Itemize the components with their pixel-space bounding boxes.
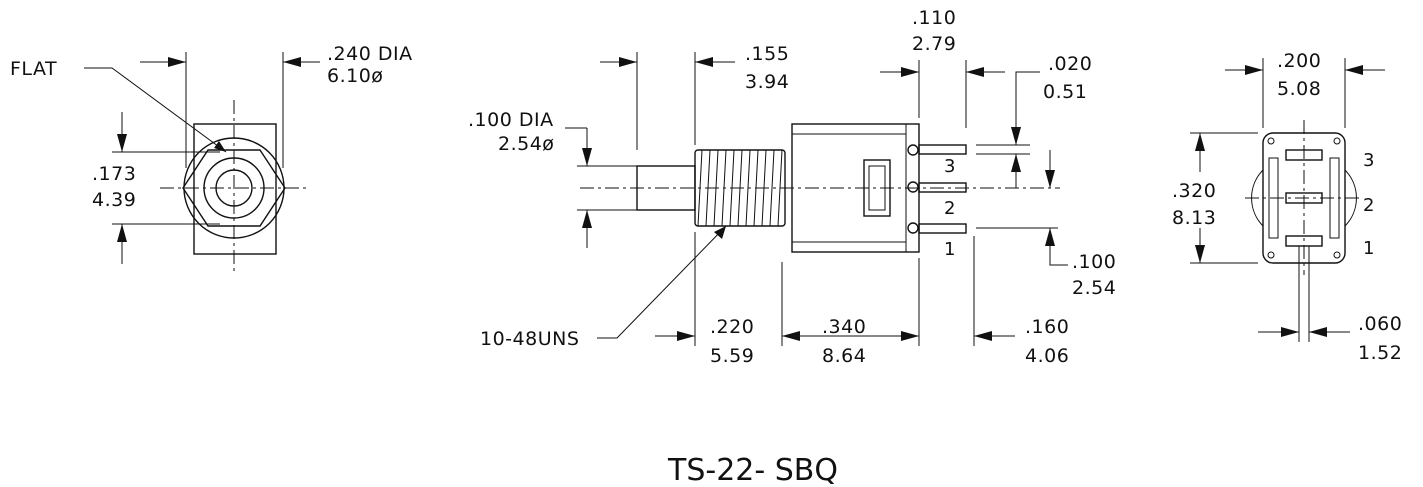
shaft-len-arrow-left — [619, 57, 637, 67]
front-dia-in: .240 DIA — [327, 43, 413, 65]
flat-leader — [84, 67, 227, 153]
bw-arrow-right — [1345, 65, 1363, 75]
pin-t-in: .020 — [1048, 53, 1092, 75]
bush-mm: 5.59 — [710, 345, 754, 367]
front-h-arrow-top — [117, 134, 127, 152]
thread-label: 10-48UNS — [480, 328, 579, 350]
front-view: FLAT .240 DIA 6.10ø .173 4.39 — [10, 43, 413, 272]
bottom-corner-hole-tl — [1267, 137, 1275, 145]
pin-t-arrow-bottom — [1011, 154, 1021, 172]
shaft-dia-mm: 2.54ø — [498, 133, 554, 155]
bottom-pin-2: 2 — [1363, 195, 1374, 216]
pin-t-arrow-top — [1011, 127, 1021, 145]
front-dia-mm: 6.10ø — [327, 65, 383, 87]
front-h-arrow-bottom — [117, 224, 127, 242]
pin-t-dim-top — [1015, 71, 1040, 145]
bottom-corner-hole-tr — [1333, 137, 1341, 145]
pinlen-mm: 4.06 — [1025, 345, 1069, 367]
bottom-pin-3: 3 — [1363, 150, 1374, 171]
side-pins — [907, 144, 967, 234]
front-h-mm: 4.39 — [92, 189, 136, 211]
bh-in: .320 — [1172, 180, 1216, 202]
shaft-len-arrow-right — [695, 57, 713, 67]
body-arrow-right — [901, 331, 919, 341]
side-pin-3: 3 — [944, 156, 955, 177]
front-dia-arrow-right — [283, 57, 301, 67]
shaft-len-in: .155 — [745, 43, 789, 65]
thread-leader — [597, 225, 727, 339]
bw-in: .200 — [1277, 50, 1321, 72]
bottom-corner-hole-br — [1333, 251, 1341, 259]
pin-t-mm: 0.51 — [1043, 81, 1087, 103]
bottom-view: 3 2 1 .200 5.08 .320 8.13 .060 1.52 — [1172, 50, 1402, 364]
pg-in: .060 — [1358, 313, 1402, 335]
shaft-len-mm: 3.94 — [745, 71, 789, 93]
side-view: 3 2 1 .100 DIA 2.54ø .155 3.94 .110 2.79 — [468, 7, 1116, 367]
bh-mm: 8.13 — [1172, 207, 1216, 229]
pin-w-in: .110 — [912, 7, 956, 29]
bw-arrow-left — [1245, 65, 1263, 75]
pitch-in: .100 — [1072, 251, 1116, 273]
body-in: .340 — [822, 316, 866, 338]
body-arrow-left — [782, 331, 800, 341]
front-dia-arrow-left — [168, 57, 186, 67]
pin-w-arrow-left — [901, 67, 919, 77]
body-mm: 8.64 — [822, 345, 866, 367]
bh-arrow-bottom — [1195, 245, 1205, 263]
side-pin-2: 2 — [944, 198, 955, 219]
shaft-dia-arrow-bottom — [582, 210, 592, 228]
pin-w-mm: 2.79 — [912, 33, 956, 55]
flat-label: FLAT — [10, 58, 57, 80]
front-body-square — [193, 123, 277, 255]
bottom-pin-1: 1 — [1363, 238, 1374, 259]
pitch-arrow-bottom — [1045, 228, 1055, 246]
bush-in: .220 — [710, 316, 754, 338]
bw-mm: 5.08 — [1277, 78, 1321, 100]
bh-arrow-top — [1195, 133, 1205, 151]
pinlen-arrow — [974, 331, 992, 341]
thread-leader-arrow — [714, 226, 726, 239]
flat-leader-arrow — [214, 141, 226, 152]
bottom-corner-hole-bl — [1267, 251, 1275, 259]
pitch-dim-bottom — [1049, 228, 1068, 266]
pg-arrow-right — [1309, 327, 1327, 337]
side-pin-1: 1 — [944, 239, 955, 260]
shaft-dia-in: .100 DIA — [468, 109, 554, 131]
front-h-in: .173 — [92, 163, 136, 185]
pinlen-in: .160 — [1025, 316, 1069, 338]
pg-arrow-left — [1281, 327, 1299, 337]
pitch-mm: 2.54 — [1072, 277, 1116, 299]
drawing-title: TS-22- SBQ — [667, 453, 838, 487]
pin-w-arrow-right — [966, 67, 984, 77]
pitch-arrow-top — [1045, 170, 1055, 188]
bush-arrow-left — [677, 331, 695, 341]
shaft-dia-arrow-top — [582, 148, 592, 166]
pg-mm: 1.52 — [1358, 342, 1402, 364]
